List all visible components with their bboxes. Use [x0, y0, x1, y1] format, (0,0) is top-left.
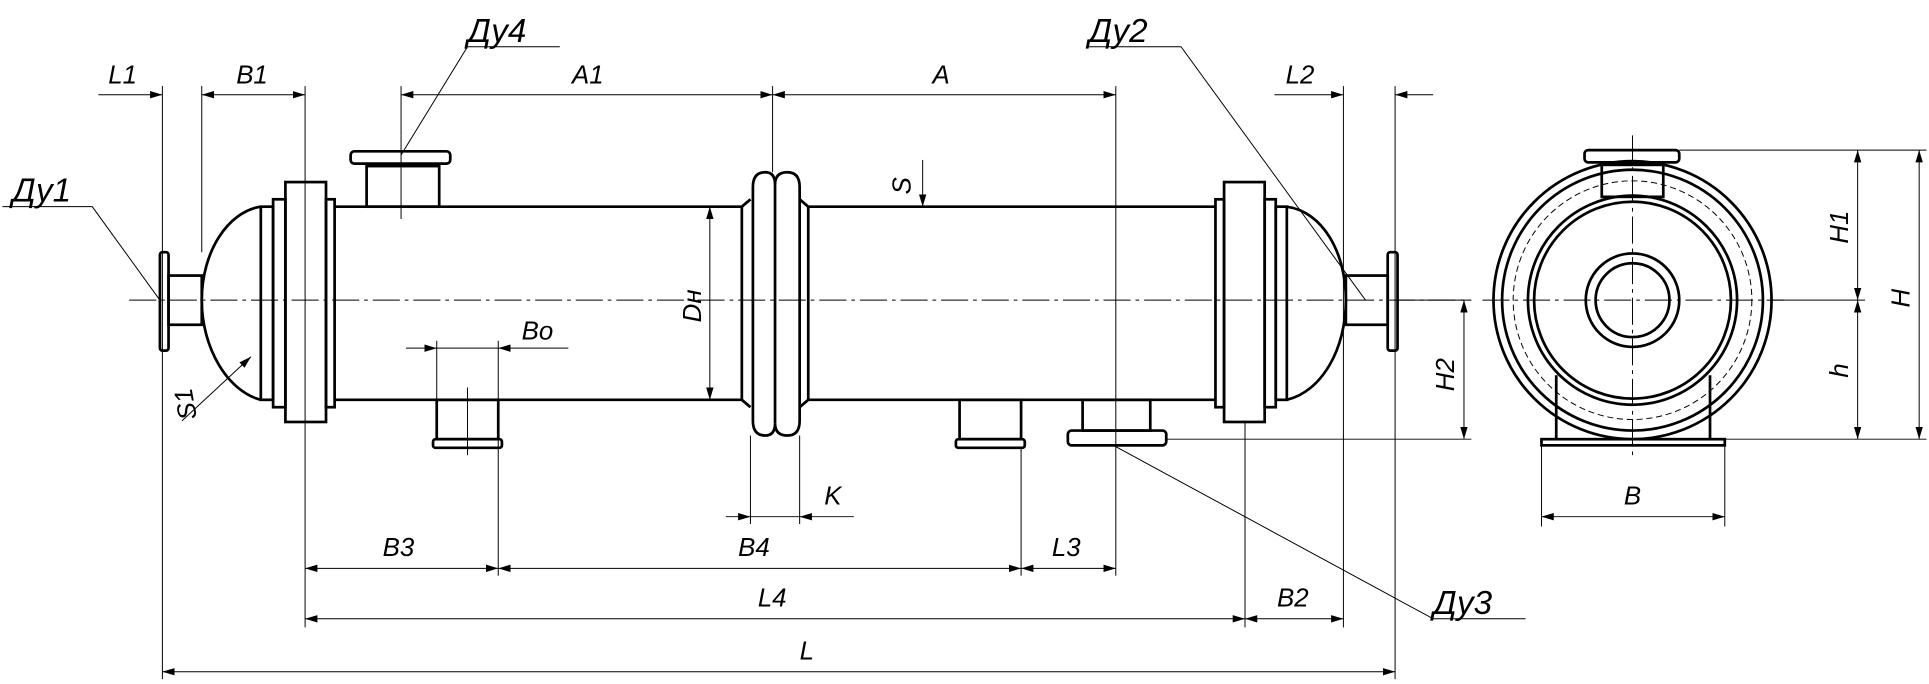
label-du2: Ду2	[1085, 13, 1148, 50]
label-du4: Ду4	[463, 13, 526, 50]
dim-B2: B2	[1277, 584, 1309, 612]
du3-pipe	[1081, 398, 1152, 432]
dim-Bo: Bo	[522, 318, 554, 346]
expansion-joint	[751, 170, 802, 437]
dim-B3: B3	[383, 534, 415, 562]
dim-Dn: Dн	[679, 289, 707, 322]
left-head	[200, 205, 262, 402]
dim-L1: L1	[108, 62, 137, 90]
dim-A1: A1	[570, 62, 604, 90]
right-head	[1286, 205, 1348, 402]
dim-L3: L3	[1052, 534, 1081, 562]
right-flange	[1222, 180, 1267, 424]
left-flange	[284, 180, 328, 424]
dim-B4: B4	[738, 534, 770, 562]
bottom-nozzle-right	[958, 398, 1023, 441]
dim-H2: H2	[1432, 358, 1460, 391]
extension-lines	[161, 86, 1472, 680]
left-ring-2	[271, 197, 287, 409]
support-base	[1540, 437, 1727, 447]
front-view	[129, 135, 1471, 456]
side-top-nozzle	[1600, 163, 1665, 199]
dim-A: A	[931, 62, 950, 90]
dim-H: H	[1887, 289, 1915, 308]
du4-flange	[349, 149, 452, 165]
dim-B1: B1	[236, 62, 268, 90]
dim-H1: H1	[1826, 211, 1854, 244]
label-du3: Ду3	[1429, 585, 1492, 622]
dim-K: K	[824, 482, 843, 510]
du2-flange	[1386, 250, 1399, 352]
label-du1: Ду1	[8, 173, 71, 210]
du3-flange	[1066, 429, 1168, 447]
dim-L4: L4	[758, 584, 787, 612]
dim-S1: S1	[170, 386, 203, 422]
side-view: B H1 h H	[1482, 135, 1927, 527]
left-ring-1	[259, 205, 275, 402]
dim-L: L	[800, 637, 814, 665]
dim-h: h	[1826, 363, 1854, 377]
dim-L2: L2	[1286, 62, 1315, 90]
nozzle-callouts: Ду1 Ду4 Ду2 Ду3	[2, 13, 1526, 622]
du4-pipe	[365, 164, 441, 209]
dim-S: S	[888, 177, 916, 194]
dimensions: L1 B1 A1 A L2 S Dн Bo S1 H2 K B3 B4 L3	[98, 62, 1468, 676]
left-ring-3	[324, 197, 336, 409]
dim-B: B	[1624, 482, 1641, 510]
